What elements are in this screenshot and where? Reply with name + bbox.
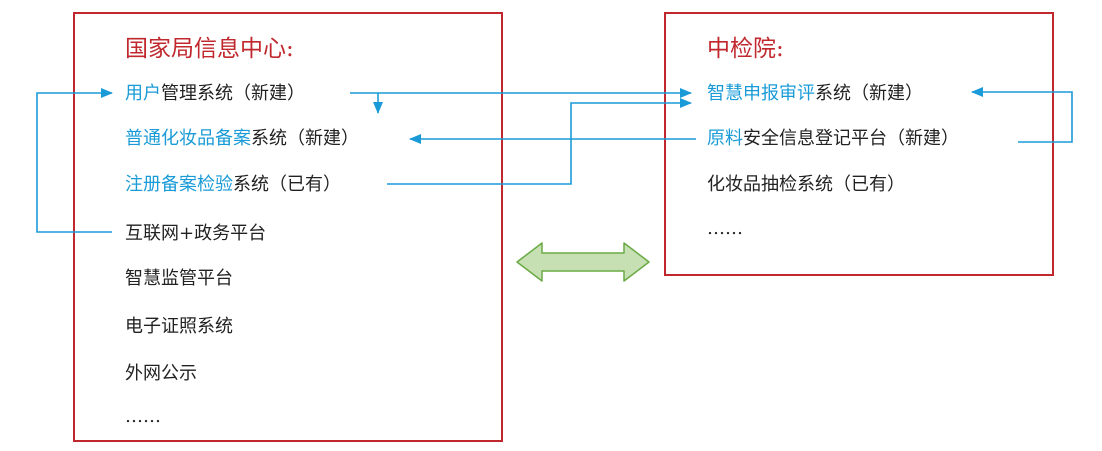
right-item-ellipsis: …… (707, 220, 743, 238)
right-item-sampling-inspection: 化妆品抽检系统（已有） (707, 176, 905, 194)
left-item-text: 系统（已有） (233, 174, 341, 195)
right-box-title: 中检院: (707, 36, 784, 62)
left-item-ellipsis: …… (125, 408, 161, 426)
left-item-smart-supervision: 智慧监管平台 (125, 270, 233, 288)
left-system-box (73, 12, 503, 442)
left-item-public-notice: 外网公示 (125, 365, 197, 383)
left-item-text: 互联网+政务平台 (125, 223, 267, 244)
connector-raw-material-to-smart-review (971, 87, 1073, 143)
right-item-highlight: 原料 (707, 128, 743, 149)
left-item-text: 智慧监管平台 (125, 268, 233, 289)
left-item-internet-gov-platform: 互联网+政务平台 (125, 225, 266, 243)
left-item-text: …… (125, 406, 161, 427)
double-headed-arrow-icon (516, 242, 650, 282)
left-item-highlight: 注册备案检验 (125, 174, 233, 195)
right-item-raw-material-registration: 原料安全信息登记平台（新建） (707, 130, 959, 148)
left-item-text: 电子证照系统 (125, 316, 233, 337)
right-item-highlight: 智慧申报审评 (707, 83, 815, 104)
right-item-text: …… (707, 218, 743, 239)
left-item-e-license: 电子证照系统 (125, 318, 233, 336)
right-item-text: 安全信息登记平台（新建） (743, 128, 959, 149)
left-item-highlight: 用户 (125, 83, 161, 104)
left-item-cosmetics-filing: 普通化妆品备案系统（新建） (125, 130, 359, 148)
left-box-title: 国家局信息中心: (125, 36, 294, 62)
right-item-text: 化妆品抽检系统（已有） (707, 174, 905, 195)
right-item-smart-review: 智慧申报审评系统（新建） (707, 85, 923, 103)
left-item-registration-inspection: 注册备案检验系统（已有） (125, 176, 341, 194)
left-item-user-management: 用户管理系统（新建） (125, 85, 305, 103)
left-item-text: 系统（新建） (251, 128, 359, 149)
connector-gov-platform-to-user-mgmt (36, 88, 113, 233)
connector-inspection-to-smart-review (387, 98, 692, 185)
right-system-box (664, 12, 1054, 276)
right-item-text: 系统（新建） (815, 83, 923, 104)
left-item-highlight: 普通化妆品备案 (125, 128, 251, 149)
left-item-text: 管理系统（新建） (161, 83, 305, 104)
left-item-text: 外网公示 (125, 363, 197, 384)
